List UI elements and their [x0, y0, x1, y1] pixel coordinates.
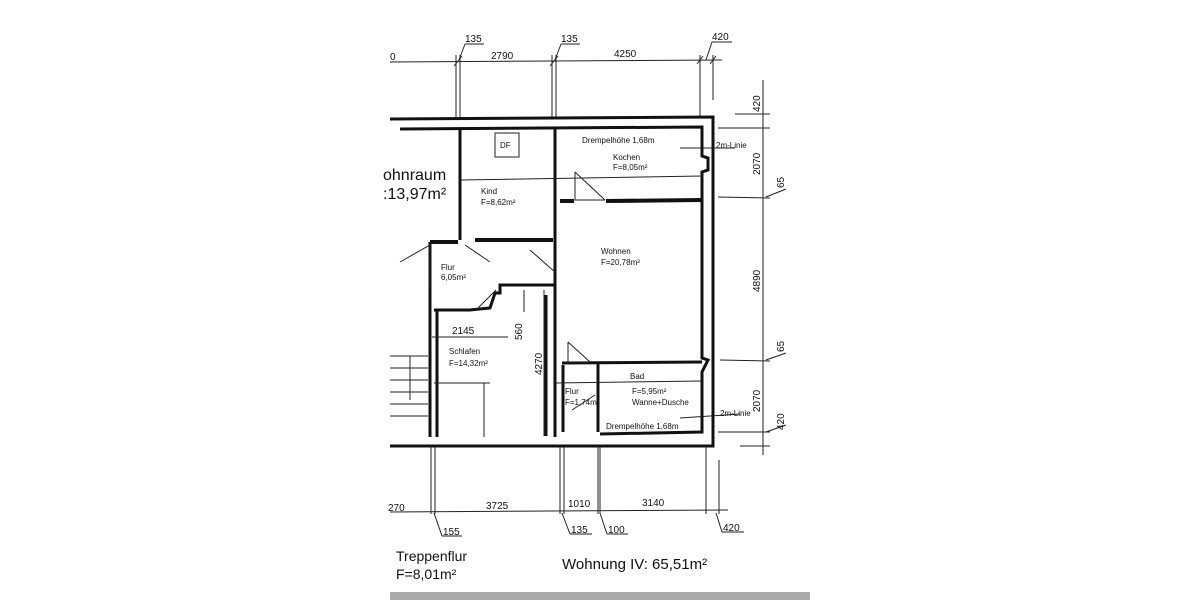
- dim-right-65b: 65: [776, 340, 787, 352]
- dim-right-2070a: 2070: [752, 152, 763, 175]
- flur2-name: Flur: [565, 387, 579, 396]
- dim-top-4250: 4250: [614, 49, 637, 60]
- two-m-line-label-top: 2m-Linie: [716, 141, 747, 150]
- kochen-area: F=8,05m²: [613, 163, 648, 172]
- walls: [389, 115, 715, 448]
- dim-top-135a: 135: [465, 34, 482, 45]
- dim-top-2790: 2790: [491, 51, 514, 62]
- schlafen-area: F=14,32m²: [449, 359, 488, 368]
- top-dimension-line: [389, 41, 732, 118]
- dim-right-420b: 420: [776, 413, 787, 430]
- dim-bottom-1010: 1010: [568, 499, 591, 510]
- schlafen-dim-560: 560: [514, 323, 525, 340]
- dim-right-420a: 420: [752, 95, 763, 112]
- dim-right-2070b: 2070: [752, 389, 763, 412]
- bad-drempel-note: Drempelhöhe 1,68m: [606, 422, 679, 431]
- treppenflur-name: Treppenflur: [396, 548, 467, 564]
- dim-bottom-270: 270: [388, 503, 405, 514]
- wohnraum-area: :13,97m²: [383, 186, 447, 203]
- bad-area: F=5,95m²: [632, 387, 667, 396]
- dim-top-0: 0: [390, 52, 396, 63]
- bad-fixtures: Wanne+Dusche: [632, 398, 689, 407]
- dim-bottom-135: 135: [571, 525, 588, 536]
- dim-bottom-3725: 3725: [486, 501, 509, 512]
- bad-name: Bad: [630, 372, 644, 381]
- kochen-name: Kochen: [613, 153, 640, 162]
- dim-bottom-3140: 3140: [642, 498, 665, 509]
- two-m-line-label-bottom: 2m-Linie: [720, 409, 751, 418]
- flur-area: 6,05m²: [441, 273, 466, 282]
- bottom-scan-edge: [390, 592, 810, 600]
- dim-bottom-100: 100: [608, 525, 625, 536]
- schlafen-name: Schlafen: [449, 347, 480, 356]
- kind-area: F=8,62m²: [481, 198, 516, 207]
- treppenflur-area: F=8,01m²: [396, 566, 457, 582]
- df-label: DF: [500, 141, 511, 150]
- bottom-dimension-line: [389, 446, 744, 537]
- kochen-drempel-note: Drempelhöhe 1,68m: [582, 136, 655, 145]
- wohnen-name: Wohnen: [601, 247, 631, 256]
- dim-bottom-155: 155: [443, 527, 460, 538]
- kind-name: Kind: [481, 187, 497, 196]
- dim-top-135b: 135: [561, 34, 578, 45]
- schlafen-dim-4270: 4270: [534, 352, 545, 375]
- dim-right-4890: 4890: [752, 269, 763, 292]
- df-box: [494, 132, 520, 158]
- flur-name: Flur: [441, 263, 455, 272]
- dim-top-420: 420: [712, 32, 729, 43]
- right-dimension-line: [717, 80, 787, 455]
- flur2-area: F=1,74m²: [565, 398, 600, 407]
- apartment-total-area: Wohnung IV: 65,51m²: [562, 556, 707, 573]
- wohnraum-name: ohnraum: [383, 167, 446, 184]
- dim-bottom-420: 420: [723, 523, 740, 534]
- dim-right-65a: 65: [776, 176, 787, 188]
- wohnen-area: F=20,78m²: [601, 258, 640, 267]
- schlafen-dim-2145: 2145: [452, 326, 475, 337]
